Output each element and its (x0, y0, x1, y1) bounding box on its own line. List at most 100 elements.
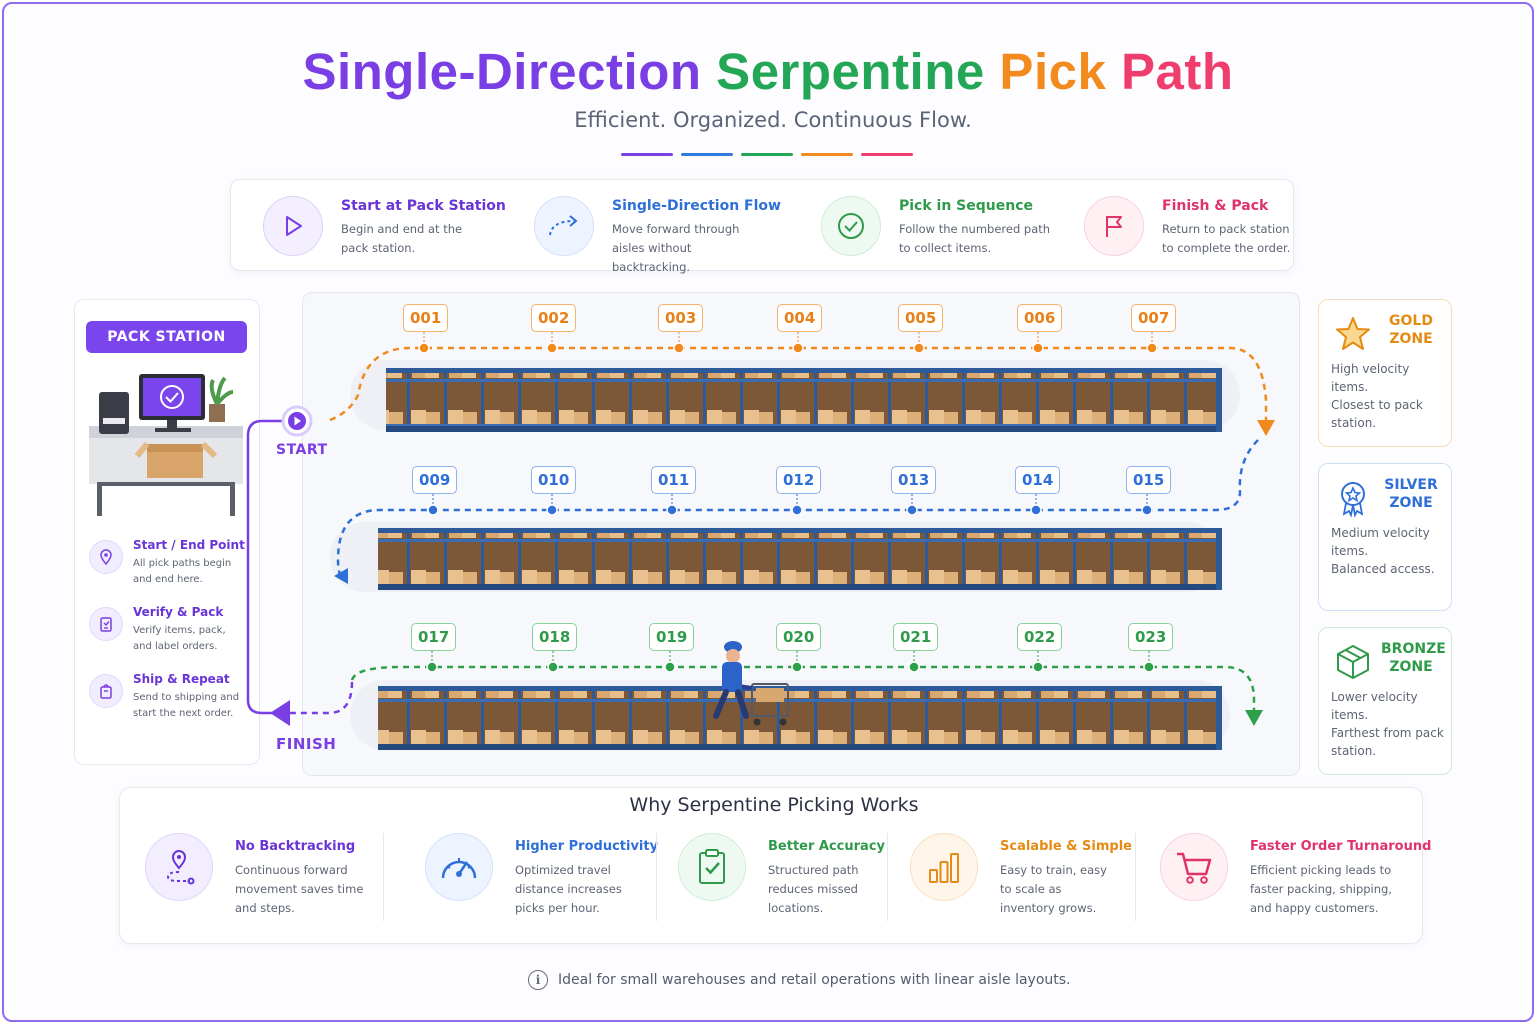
start-marker-icon (281, 405, 313, 437)
step-title: Single-Direction Flow (612, 198, 781, 214)
path-arrow-green (1245, 710, 1263, 726)
why-item-title: No Backtracking (235, 839, 356, 854)
steps-card: Start at Pack Station Begin and end at t… (230, 179, 1294, 274)
waypoint-dot (1032, 342, 1044, 354)
waypoint-dot (791, 661, 803, 673)
pack-item-title: Verify & Pack (133, 605, 224, 619)
why-item-desc: Easy to train, easy to scale as inventor… (1000, 863, 1107, 915)
pick-tag-022: 022 (1017, 623, 1063, 651)
path-segment-orange (329, 346, 1268, 425)
pack-item-desc: Send to shipping and start the next orde… (133, 692, 240, 719)
why-title: Why Serpentine Picking Works (629, 794, 919, 816)
pick-tag-006: 006 (1017, 304, 1063, 332)
pick-tag-018: 018 (532, 623, 578, 651)
waypoint-dot (906, 504, 918, 516)
waypoint-dot (547, 661, 559, 673)
pick-tag-020: 020 (776, 623, 822, 651)
pick-tag-014: 014 (1015, 466, 1061, 494)
page-subtitle: Efficient. Organized. Continuous Flow. (574, 108, 972, 132)
pick-tag-017: 017 (411, 623, 457, 651)
shipping-bag-icon (89, 674, 123, 708)
pick-tag-023: 023 (1128, 623, 1174, 651)
pack-station-button[interactable]: PACK STATION (86, 321, 247, 353)
path-arrow-orange (1257, 420, 1275, 436)
waypoint-dot (673, 342, 685, 354)
zone-desc-line: Medium velocity items. (1331, 526, 1430, 558)
start-label: START (276, 442, 328, 458)
underline-dash (681, 153, 733, 156)
bar-chart-icon (910, 833, 978, 901)
waypoint-dot (1146, 342, 1158, 354)
pick-tag-021: 021 (893, 623, 939, 651)
waypoint-dot (664, 661, 676, 673)
why-item-desc: Continuous forward movement saves time a… (235, 863, 364, 915)
pick-tag-009: 009 (412, 466, 458, 494)
shelf-rack-1 (386, 368, 1222, 432)
zone-title: GOLD ZONE (1389, 313, 1433, 347)
step-desc: Return to pack station to complete the o… (1162, 222, 1291, 255)
footnote: i Ideal for small warehouses and retail … (528, 970, 1071, 990)
waypoint-dot (908, 661, 920, 673)
picker-worker-illustration (713, 641, 789, 726)
badge-icon (1341, 482, 1365, 518)
why-item-title: Scalable & Simple (1000, 839, 1132, 854)
box-icon (1337, 645, 1369, 679)
shelf-rack-3 (378, 686, 1222, 750)
waypoint-dot (792, 342, 804, 354)
path-segment-return (286, 681, 354, 715)
underline-dash (621, 153, 673, 156)
path-segment-blue (336, 439, 1259, 576)
zone-desc-line: Closest to pack station. (1331, 398, 1423, 430)
footnote-text: Ideal for small warehouses and retail op… (558, 972, 1071, 988)
waypoint-dot (666, 504, 678, 516)
pack-item-title: Ship & Repeat (133, 672, 230, 686)
pick-tag-015: 015 (1126, 466, 1172, 494)
divider (1135, 833, 1136, 921)
path-arrow-blue (334, 568, 348, 584)
path-segment-green (350, 665, 1256, 710)
why-item-desc: Efficient picking leads to faster packin… (1250, 863, 1392, 915)
speedometer-icon (425, 833, 493, 901)
underline-dash (801, 153, 853, 156)
waypoints-row-2 (427, 494, 1153, 516)
zone-silver: SILVER ZONE Medium velocity items. Balan… (1318, 463, 1452, 611)
waypoints-row-3 (426, 651, 1155, 673)
zone-title: BRONZE ZONE (1381, 641, 1446, 675)
pick-tag-011: 011 (651, 466, 697, 494)
step-desc: Follow the numbered path to collect item… (899, 222, 1051, 255)
step-title: Start at Pack Station (341, 198, 506, 214)
waypoint-dot (1141, 504, 1153, 516)
pick-tag-019: 019 (649, 623, 695, 651)
waypoint-dot (1032, 661, 1044, 673)
underline-dash (741, 153, 793, 156)
pack-station-illustration (89, 374, 243, 516)
location-pin-icon (89, 540, 123, 574)
pick-tag-001: 001 (403, 304, 449, 332)
waypoint-dot (546, 504, 558, 516)
pick-tag-005: 005 (898, 304, 944, 332)
zone-desc-line: High velocity items. (1331, 362, 1410, 394)
zone-desc-line: Balanced access. (1331, 562, 1435, 576)
finish-label: FINISH (276, 735, 337, 753)
shelf-rack-2 (378, 528, 1222, 590)
pick-tag-003: 003 (658, 304, 704, 332)
zone-desc: Lower velocity items. Farthest from pack… (1331, 688, 1449, 760)
waypoint-dot (913, 342, 925, 354)
underline-dash (861, 153, 913, 156)
waypoint-dot (426, 661, 438, 673)
zone-desc-line: Lower velocity items. (1331, 690, 1418, 722)
waypoint-dot (791, 504, 803, 516)
pick-tag-013: 013 (891, 466, 937, 494)
pick-tag-007: 007 (1131, 304, 1177, 332)
title-part-4: Path (1121, 43, 1234, 100)
divider (383, 833, 384, 921)
waypoint-dot (418, 342, 430, 354)
waypoint-dot (546, 342, 558, 354)
info-icon: i (528, 970, 548, 990)
cart-icon (1160, 833, 1228, 901)
why-item-desc: Optimized travel distance increases pick… (515, 863, 622, 915)
why-item-desc: Structured path reduces missed locations… (768, 863, 859, 915)
pick-tag-004: 004 (777, 304, 823, 332)
pack-item-desc: All pick paths begin and end here. (133, 558, 232, 585)
play-icon (263, 196, 323, 256)
